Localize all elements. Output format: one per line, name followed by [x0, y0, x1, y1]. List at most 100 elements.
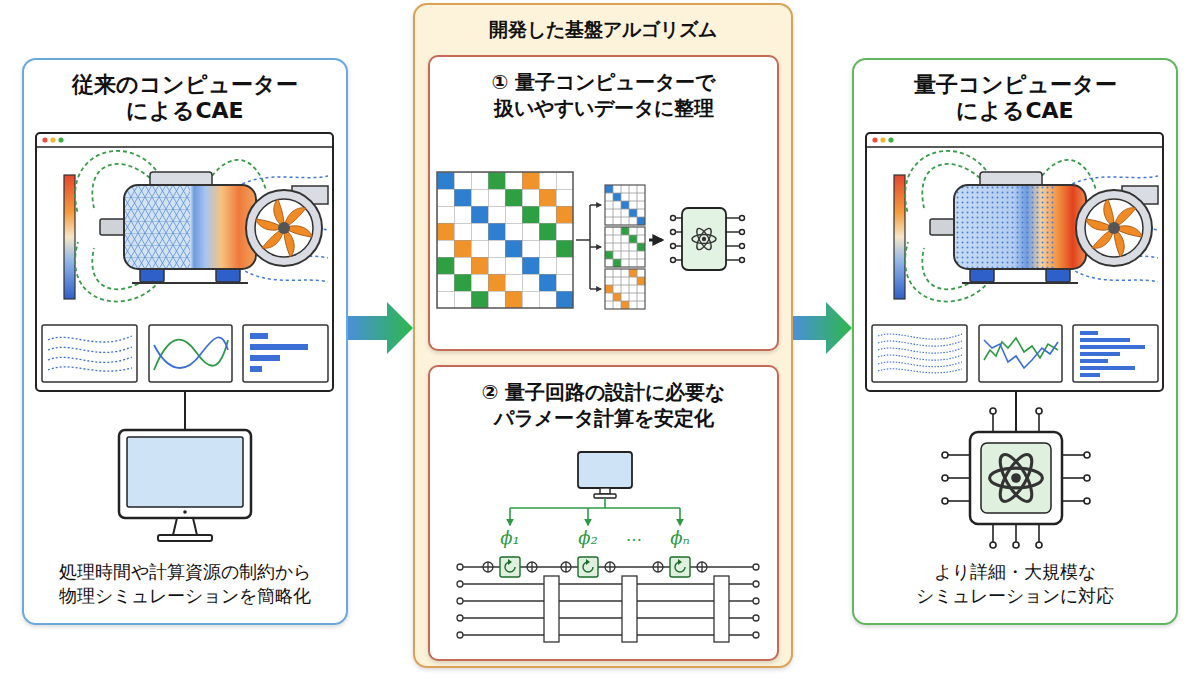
sub-matrices [629, 269, 637, 277]
sparse-matrix [471, 257, 488, 274]
quantum-block [726, 217, 739, 218]
sub-matrices [629, 235, 637, 243]
quantum-chip [942, 391, 1090, 548]
rotation-gate-group [483, 562, 493, 572]
sparse-matrix [437, 257, 454, 274]
classic-cae-illustration [124, 185, 190, 269]
quantum-chip [948, 477, 970, 479]
classic-cae-illustration [246, 186, 328, 266]
classic-cae-illustration [100, 172, 248, 283]
quantum-chip [990, 450, 1043, 506]
rotation-gate-group [670, 557, 690, 577]
quantum-chip [1084, 498, 1090, 504]
quantum-block [692, 226, 716, 251]
quantum-chip [942, 408, 1090, 548]
quantum-chip [1038, 414, 1040, 432]
rotation-gate-group [697, 562, 707, 572]
rotation-gate-group [714, 576, 729, 642]
result-charts [878, 341, 962, 346]
box-title: 開発した基盤アルゴリズム [489, 17, 717, 42]
parameter-label: ϕ₂ [568, 528, 608, 548]
rotation-gate-group [583, 562, 593, 572]
rotation-gate-group [505, 562, 515, 572]
classic-cae-illustration [124, 185, 256, 269]
rotation-gate-group [697, 562, 707, 572]
panel: 従来のコンピューター によるCAE 処理時間や計算資源の制約から 物理シミュレーシ… [22, 58, 348, 625]
quantum-chip [948, 454, 970, 456]
classic-cae-illustration [36, 133, 333, 391]
rotation-gate-group [483, 562, 493, 572]
quantum-block [675, 245, 682, 246]
rotation-gate-group [605, 562, 615, 572]
result-charts [872, 325, 1158, 382]
sparse-matrix [556, 240, 573, 257]
quantum-chip [1084, 452, 1090, 458]
classical-computer [578, 452, 632, 498]
sparse-matrix [539, 274, 556, 291]
classical-computer [600, 488, 610, 494]
sub-matrices [621, 201, 629, 209]
quantum-chip [1062, 454, 1084, 456]
sub-matrices [605, 269, 645, 309]
quantum-chip [1084, 475, 1090, 481]
parameter-lines [587, 508, 589, 525]
sub-matrices [605, 185, 645, 225]
rotation-gate-group [653, 562, 729, 642]
box-title: 従来のコンピューター によるCAE [54, 72, 316, 124]
result-charts [1080, 352, 1120, 356]
panel: 量子コンピューター によるCAEより詳細・大規模な シミュレーションに対応 [852, 58, 1178, 625]
result-charts [878, 369, 962, 373]
quantum-circuit [753, 615, 759, 621]
quantum-chip [942, 475, 948, 481]
quantum-block [675, 259, 682, 260]
result-charts [878, 355, 962, 360]
result-charts [149, 325, 232, 382]
split-arrows [590, 246, 601, 248]
result-charts [154, 337, 228, 368]
result-charts [250, 355, 280, 361]
rotation-gate-group [508, 559, 512, 565]
sparse-matrix [471, 291, 488, 308]
parameter-lines [510, 507, 680, 509]
rotation-gate-group [527, 562, 537, 572]
rotation-gate-group [605, 562, 615, 572]
sub-matrices [613, 293, 621, 301]
result-charts [1080, 359, 1108, 363]
quantum-circuit [753, 598, 759, 604]
quantum-cae-illustration [866, 133, 1163, 391]
quantum-block [675, 217, 682, 218]
quantum-cae-illustration [954, 185, 1054, 269]
split-arrows [576, 239, 590, 241]
classical-computer [578, 452, 632, 488]
quantum-chip [992, 524, 994, 542]
rotation-gate-group [653, 557, 729, 642]
sparse-matrix [539, 223, 556, 240]
result-charts [1080, 345, 1145, 349]
box-title: ② 量子回路の設計に必要な パラメータ計算を安定化 [449, 379, 759, 431]
result-charts [250, 366, 262, 372]
quantum-block [671, 244, 676, 249]
parameter-label: ϕₙ [660, 528, 700, 548]
to-circuit-arrow [649, 239, 662, 242]
box-caption: 処理時間や計算資源の制約から 物理シミュレーションを簡略化 [40, 560, 330, 607]
quantum-block [671, 216, 745, 263]
quantum-chip [990, 408, 996, 414]
result-charts [878, 362, 962, 367]
classic-cae-illustration [75, 151, 328, 302]
result-charts [1080, 366, 1135, 370]
rotation-gate-group [678, 559, 682, 565]
rotation-gate-group [561, 562, 637, 642]
quantum-cae-illustration [866, 133, 1163, 391]
sparse-matrix [505, 240, 522, 257]
result-charts [984, 338, 1058, 360]
result-charts [48, 357, 132, 362]
quantum-circuit [457, 564, 759, 638]
sub-matrices [605, 285, 613, 293]
result-charts [1080, 338, 1130, 342]
sparse-matrix [505, 291, 522, 308]
quantum-block [740, 230, 745, 235]
sparse-matrix [437, 172, 573, 308]
sub-matrices [605, 185, 645, 225]
sub-matrices [605, 185, 613, 193]
sparse-matrix [488, 274, 505, 291]
